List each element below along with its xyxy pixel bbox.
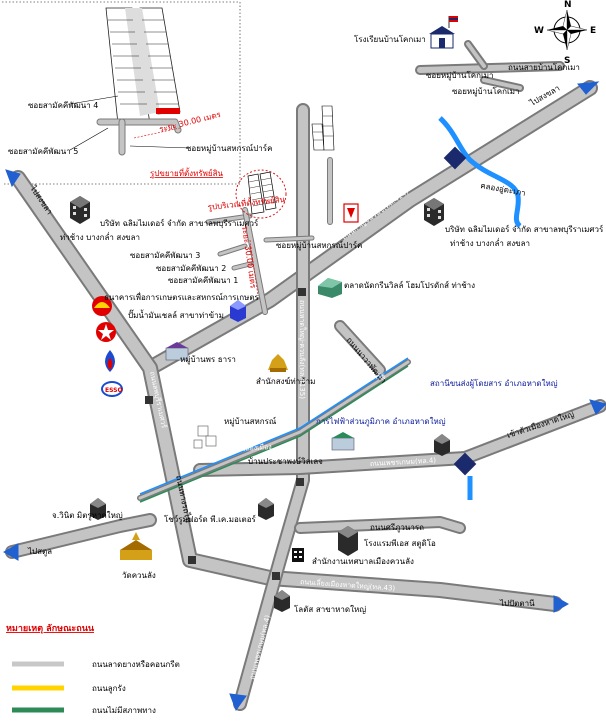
soi1-label: ซอยสามัคคีพัฒนา 1 bbox=[168, 276, 238, 285]
warehouse-icon bbox=[318, 278, 342, 298]
ptt-icon bbox=[343, 203, 359, 223]
compass-s: S bbox=[564, 56, 570, 66]
temple-icon bbox=[120, 532, 152, 560]
warehouse-label: ตลาดนัดกรีนวิลล์ โฮมโปรดักส์ ท่าช้าง bbox=[344, 280, 475, 290]
soi-kokmao-label-2: ซอยหมู่บ้านโคกเมา bbox=[452, 86, 520, 97]
compass-icon: N S W E bbox=[534, 0, 596, 66]
village-icon bbox=[331, 432, 355, 451]
showroom-label: โชว์รูมฟอร์ด พี.เค.มอเตอร์ bbox=[164, 514, 257, 525]
rd-nakhon-label: ถนนนิพัทธ์สงเคราะห์ bbox=[196, 402, 260, 414]
legend: หมายเหตุ ลักษณะถนน ถนนลาดยางหรือคอนกรีต … bbox=[6, 623, 180, 715]
legend-item-3: ถนนไม่มีสภาพทาง bbox=[92, 706, 156, 715]
building-icon bbox=[258, 498, 274, 520]
electricity-label: การไฟฟ้าส่วนภูมิภาค อำเภอหาดใหญ่ bbox=[316, 417, 446, 427]
inset-caption: รูปขยายที่ตั้งทรัพย์สิน bbox=[150, 167, 224, 179]
rd-srirapat-label: ถนนศรีภูวนารถ bbox=[370, 523, 424, 533]
legend-title: หมายเหตุ ลักษณะถนน bbox=[6, 623, 95, 634]
temple-thakham-label: สำนักสงฆ์ท่าข้าม bbox=[256, 376, 315, 386]
bank-icon bbox=[230, 300, 246, 322]
bank-label: ธนาคารเพื่อการเกษตรและสหกรณ์การเกษตร bbox=[104, 291, 260, 302]
rd-hatyai-khuanlang-label: ถนนหาดใหญ่-ควนลัง(ทล.4135) bbox=[298, 300, 307, 399]
railway-line bbox=[139, 357, 409, 503]
soi3-label: ซอยสามัคคีพัฒนา 3 bbox=[130, 251, 200, 260]
rd-kokmao-label: ถนนสายบ้านโคกเมา bbox=[508, 62, 580, 72]
soi2-label: ซอยสามัคคีพัฒนา 2 bbox=[156, 264, 226, 273]
shell-icon bbox=[92, 296, 112, 316]
building-icon bbox=[90, 498, 106, 520]
inset-soi4-label: ซอยสามัคคีพัฒนา 4 bbox=[28, 101, 98, 110]
pt-icon bbox=[105, 350, 115, 372]
north-building-strip bbox=[311, 105, 335, 151]
rd-petchkasem-north-label: ถนนเพชรเกษม(ทล.4) bbox=[370, 457, 437, 468]
inset-leaders bbox=[69, 95, 191, 151]
target-site bbox=[235, 169, 287, 219]
inset-distance-line bbox=[133, 127, 181, 139]
temple-icon bbox=[268, 354, 288, 372]
village-railway-label: หมู่บ้านสหกรณ์ bbox=[224, 416, 277, 427]
to-pattani-label: ไปปัตตานี bbox=[499, 599, 535, 608]
km-markers bbox=[145, 288, 306, 580]
vinit-label: จ.วินิต มิตรูหาดใหญ่ bbox=[52, 511, 123, 521]
inset-soi5-label: ซอยสามัคคีพัฒนา 5 bbox=[8, 147, 78, 156]
compass-e: E bbox=[590, 26, 596, 36]
direction-arrows bbox=[2, 81, 606, 712]
inset-frame bbox=[2, 1, 241, 185]
shell-label: ปั๊มน้ำมันเชลล์ สาขาท่าข้าม bbox=[128, 309, 224, 320]
municipal-label: สำนักงานเทศบาลเมืองควนลัง bbox=[312, 557, 414, 566]
distance-line bbox=[249, 239, 259, 297]
to-satun-label: ไปสตูล bbox=[27, 547, 52, 557]
soi-sahakarn-label: ซอยหมู่บ้านสหกรณ์ปาร์ค bbox=[276, 240, 362, 251]
village-sketch-icon bbox=[193, 425, 217, 449]
company-right-label-2: ท่าช้าง บางกล่ำ สงขลา bbox=[450, 237, 530, 248]
transport-icon bbox=[434, 434, 450, 456]
esso-icon: ESSO bbox=[101, 381, 123, 397]
municipal-icon bbox=[292, 548, 304, 562]
temple-khuanlang-label: วัดควนลัง bbox=[122, 571, 156, 580]
lotus-icon bbox=[274, 590, 290, 612]
village-phet-label: หมู่บ้านพร ธารา bbox=[180, 355, 236, 365]
svg-text:ESSO: ESSO bbox=[105, 387, 123, 394]
village-icon bbox=[165, 342, 189, 361]
transport-label: สถานีขนส่งผู้โดยสาร อำเภอหาดใหญ่ bbox=[430, 378, 558, 389]
school-label: โรงเรียนบ้านโคกเมา bbox=[354, 34, 426, 44]
company-right-label: บริษัท ฉลิมไมเดอร์ จำกัด สาขาลพบุรีราเมศ… bbox=[445, 224, 604, 234]
company-left-label-2: ท่าช้าง บางกล่ำ สงขลา bbox=[60, 231, 140, 242]
legend-item-1: ถนนลาดยางหรือคอนกรีต bbox=[92, 660, 180, 669]
lotus-label: โลตัส สาขาหาดใหญ่ bbox=[294, 604, 366, 614]
building-icon bbox=[424, 198, 444, 226]
soi-kokmao-label-1: ซอยหมู่บ้านโคกเมา bbox=[426, 70, 494, 81]
canal-label: คลองอู่ตะเภา bbox=[479, 181, 526, 199]
hotel-label: โรงแรมพีเอส สตูดิโอ bbox=[364, 538, 436, 549]
inset-target-lot bbox=[156, 108, 180, 114]
inset-roads bbox=[96, 118, 182, 156]
legend-item-2: ถนนลูกรัง bbox=[92, 684, 126, 694]
compass-n: N bbox=[564, 0, 572, 10]
school-icon bbox=[429, 16, 458, 49]
hotel-icon bbox=[338, 526, 358, 556]
canals bbox=[438, 116, 522, 500]
compass-w: W bbox=[534, 26, 544, 36]
caltex-icon bbox=[96, 322, 116, 342]
company-left-label: บริษัท ฉลิมไมเดอร์ จำกัด สาขาลพบุรีราเมศ… bbox=[100, 218, 259, 228]
inset-lots bbox=[105, 7, 181, 125]
inset-sahakarn-label: ซอยหมู่บ้านสหกรณ์ปาร์ค bbox=[186, 143, 272, 154]
village-pet-label: บ้านประชาพงษ์วิลเลจ bbox=[248, 456, 323, 466]
building-icon bbox=[70, 196, 90, 224]
bridge-south bbox=[453, 452, 477, 476]
